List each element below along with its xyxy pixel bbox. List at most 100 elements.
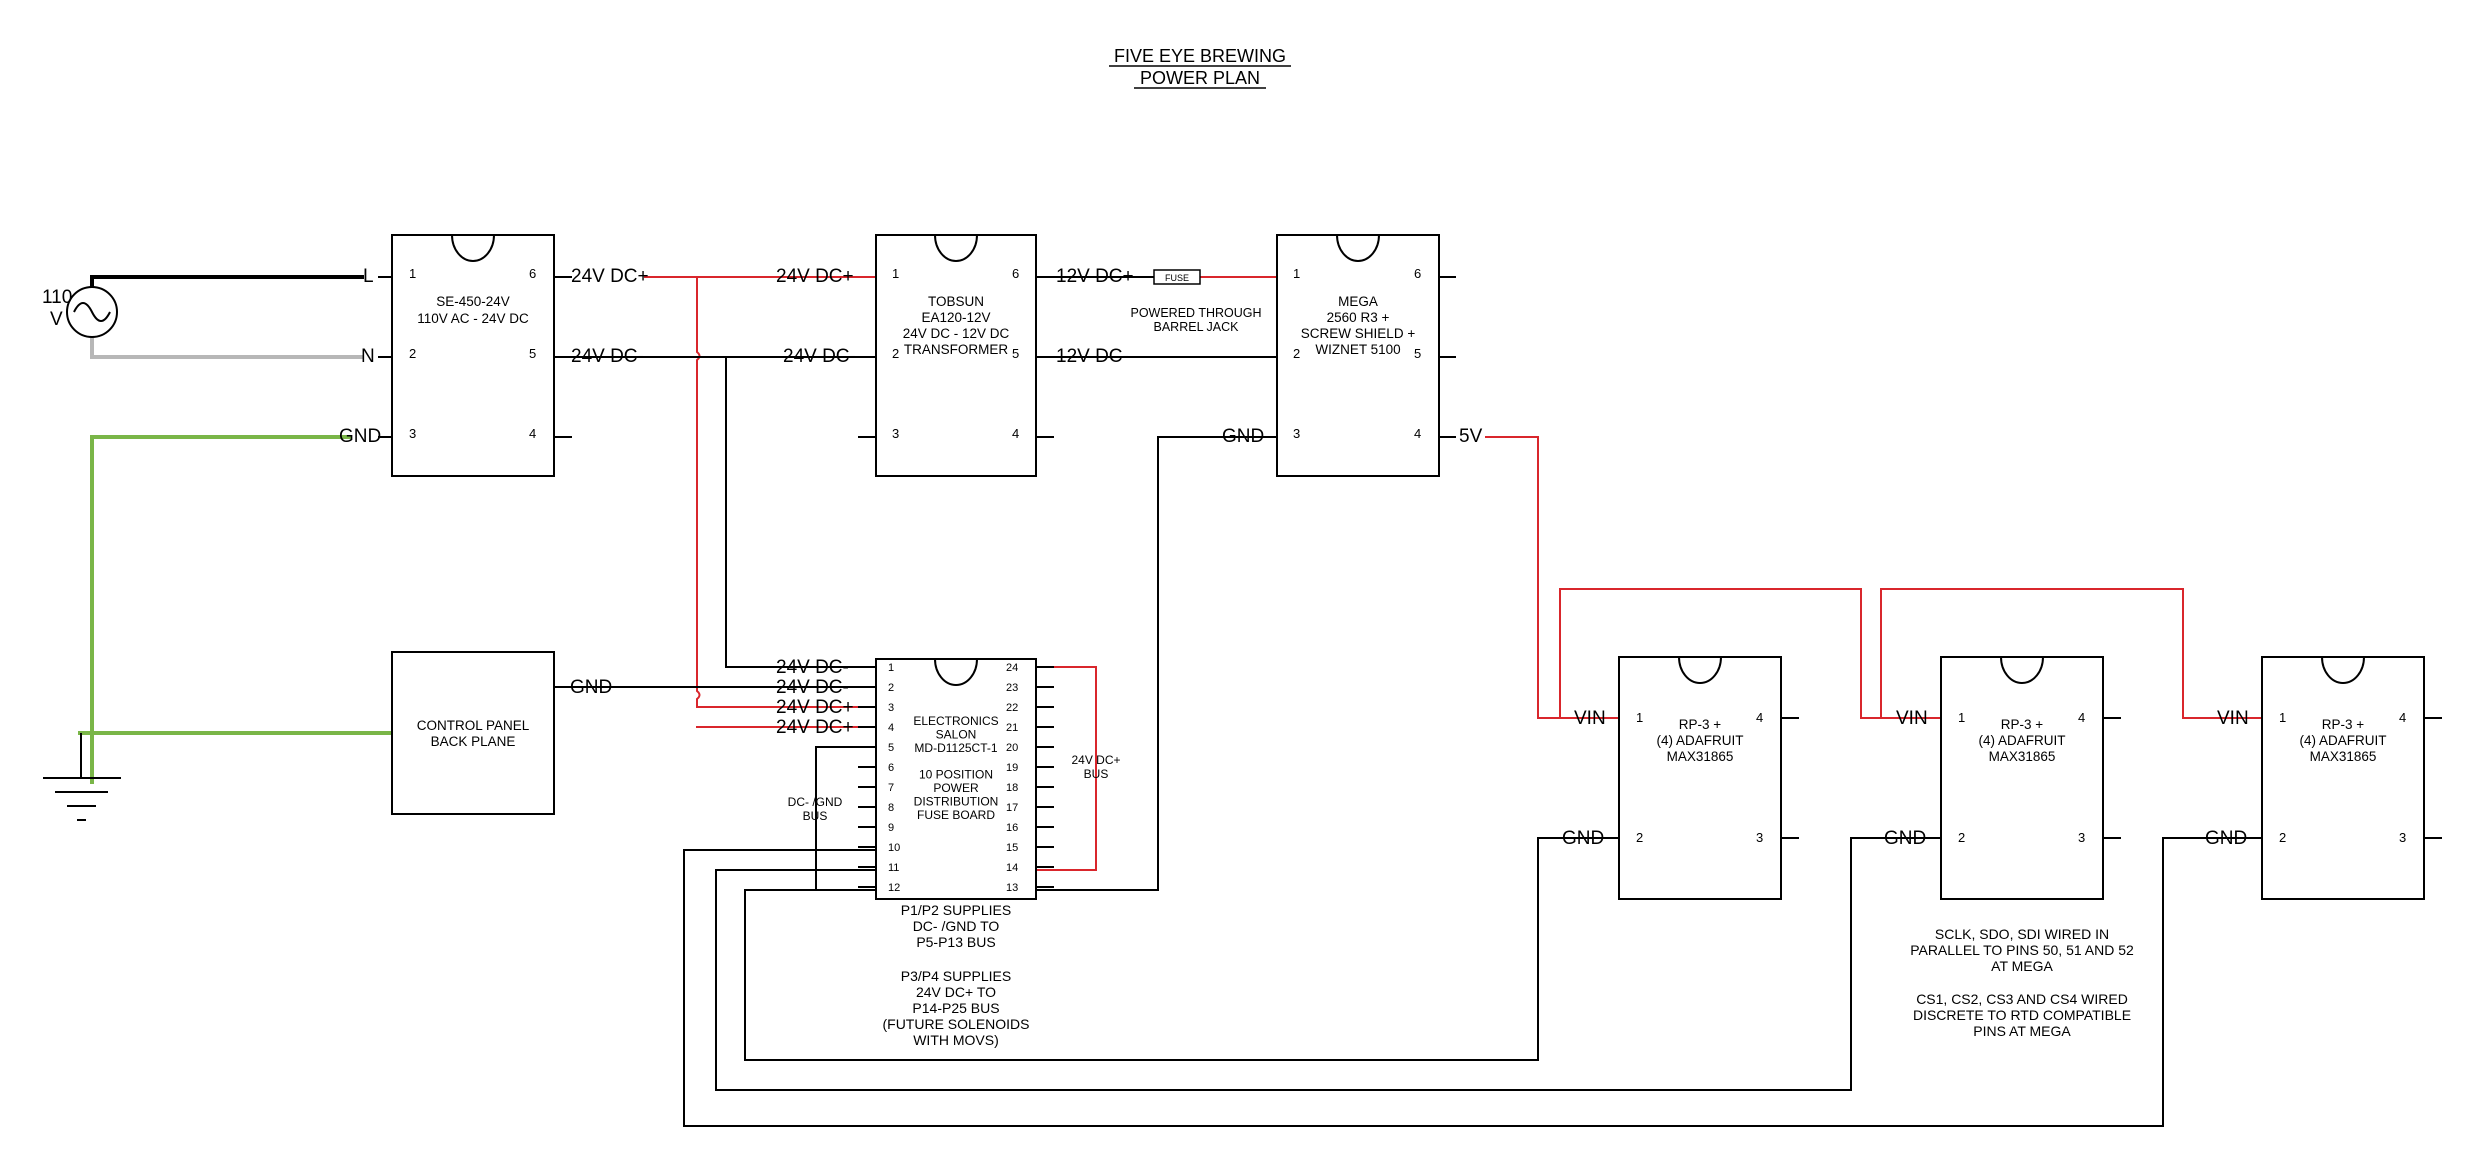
rtd-note-cs: PINS AT MEGA <box>1973 1023 2071 1039</box>
rp-module-body <box>1940 656 2104 900</box>
fuse-board-text: DISTRIBUTION <box>914 794 999 808</box>
pin-label: 14 <box>1006 862 1018 874</box>
pin-label: 22 <box>1006 702 1018 714</box>
pin-label: 9 <box>888 822 894 834</box>
label-rp-gnd: GND <box>1884 828 1926 849</box>
label-rp-vin: VIN <box>1574 708 1606 729</box>
pin-label: 1 <box>2279 710 2286 725</box>
label-n: N <box>361 346 375 367</box>
pin-label: 4 <box>2399 710 2406 725</box>
label-rp-gnd: GND <box>1562 828 1604 849</box>
pin-label: 2 <box>892 346 899 361</box>
label-psu-24v-neg: 24V DC- <box>571 346 644 367</box>
fuse-note-p3p4: WITH MOVS) <box>913 1032 999 1048</box>
gnd-return-rp1 <box>744 837 1620 1061</box>
neutral-wire <box>90 335 364 359</box>
pos-bus-wire <box>1035 666 1097 871</box>
fuse-note-p1p2: DC- /GND TO <box>913 918 1000 934</box>
label-rp-gnd: GND <box>2205 828 2247 849</box>
ac-source: 110 V <box>42 286 118 338</box>
fuse-note-p1p2: P1/P2 SUPPLIES <box>901 902 1012 918</box>
fuse-board-text: FUSE BOARD <box>917 808 995 822</box>
fuse-board-text: POWER <box>933 781 979 795</box>
rp-module-text: RP-3 + <box>1679 717 1722 732</box>
pin-label: 16 <box>1006 822 1018 834</box>
pin-label: 18 <box>1006 782 1018 794</box>
pin-label: 23 <box>1006 682 1018 694</box>
control-panel-title: CONTROL PANEL <box>417 718 530 733</box>
ic-notch-icon <box>1678 656 1722 684</box>
pin-label: 24 <box>1006 662 1018 674</box>
gnd-return-rp3 <box>683 837 2263 1127</box>
pin-label: 6 <box>888 762 894 774</box>
label-gnd: GND <box>339 426 381 447</box>
pos-bus-label-1: 24V DC+ <box>1071 753 1120 767</box>
gnd-bus-label-2: BUS <box>803 809 828 823</box>
fuse-board-text: ELECTRONICS <box>913 714 998 728</box>
rp-module-text: MAX31865 <box>1989 749 2056 764</box>
label-l: L <box>363 266 374 287</box>
title-line-2: POWER PLAN <box>1140 68 1260 88</box>
mega-controller: 1 2 3 4 5 6 MEGA 2560 R3 + SCREW SHIELD … <box>1222 234 1483 477</box>
fuse-board-body <box>875 658 1037 900</box>
title-line-1: FIVE EYE BREWING <box>1114 46 1286 66</box>
pin-label: 2 <box>888 682 894 694</box>
label-transformer-24v-neg: 24V DC- <box>783 346 856 367</box>
transformer-model: EA120-12V <box>921 310 990 325</box>
rp-module-body <box>1618 656 1782 900</box>
pin-label: 1 <box>892 266 899 281</box>
pin-label: 3 <box>2399 830 2406 845</box>
label-psu-24v-pos: 24V DC+ <box>571 266 649 287</box>
5v-wire-rp2 <box>1559 588 1942 719</box>
pin-label: 21 <box>1006 722 1018 734</box>
rp-module-text: MAX31865 <box>2310 749 2377 764</box>
ic-notch-icon <box>1336 234 1380 262</box>
fuse-label: FUSE <box>1165 273 1189 283</box>
label-rp-vin: VIN <box>1896 708 1928 729</box>
ic-notch-icon <box>934 234 978 262</box>
pin-label: 4 <box>1414 426 1421 441</box>
pin-label: 1 <box>1636 710 1643 725</box>
pin-label: 1 <box>1958 710 1965 725</box>
label-transformer-12v-neg: 12V DC- <box>1056 346 1129 367</box>
pin-label: 4 <box>1012 426 1019 441</box>
rtd-note-cs: CS1, CS2, CS3 AND CS4 WIRED <box>1916 991 2128 1007</box>
rtd-note-cs: DISCRETE TO RTD COMPATIBLE <box>1913 1007 2131 1023</box>
rp-module-text: MAX31865 <box>1667 749 1734 764</box>
pin-label: 4 <box>1756 710 1763 725</box>
fuse-board-text: MD-D1125CT-1 <box>914 741 997 755</box>
pin-label: 2 <box>409 346 416 361</box>
mega-shield: SCREW SHIELD + <box>1301 326 1416 341</box>
pin-label: 2 <box>1636 830 1643 845</box>
pin-label: 19 <box>1006 762 1018 774</box>
fuse-note-p3p4: P3/P4 SUPPLIES <box>901 968 1012 984</box>
control-panel-body <box>391 651 555 815</box>
5v-wire-rp3 <box>1880 588 2263 719</box>
rp-module-text: (4) ADAFRUIT <box>2299 733 2386 748</box>
fuse-note-p3p4: 24V DC+ TO <box>916 984 996 1000</box>
pos-branch-fuse-p3 <box>696 276 877 708</box>
label-mega-5v: 5V <box>1459 426 1483 447</box>
transformer-type: TRANSFORMER <box>904 342 1009 357</box>
rtd-note-spi: PARALLEL TO PINS 50, 51 AND 52 <box>1910 942 2134 958</box>
ground-wire-psu <box>90 435 352 784</box>
pin-label: 2 <box>1293 346 1300 361</box>
ic-notch-icon <box>2321 656 2365 684</box>
fuse-icon <box>1153 269 1201 285</box>
label-transformer-12v-pos: 12V DC+ <box>1056 266 1134 287</box>
pin-label: 1 <box>409 266 416 281</box>
power-supply: 1 2 3 4 5 6 SE-450-24V 110V AC - 24V DC … <box>339 234 649 477</box>
psu-model: SE-450-24V <box>436 294 510 309</box>
pin-label: 3 <box>1756 830 1763 845</box>
control-panel-subtitle: BACK PLANE <box>431 734 516 749</box>
pin-label: 20 <box>1006 742 1018 754</box>
rtd-note-spi: SCLK, SDO, SDI WIRED IN <box>1935 926 2109 942</box>
pin-label: 3 <box>892 426 899 441</box>
ic-notch-icon <box>451 234 495 262</box>
pin-label: 3 <box>888 702 894 714</box>
pin-label: 1 <box>888 662 894 674</box>
